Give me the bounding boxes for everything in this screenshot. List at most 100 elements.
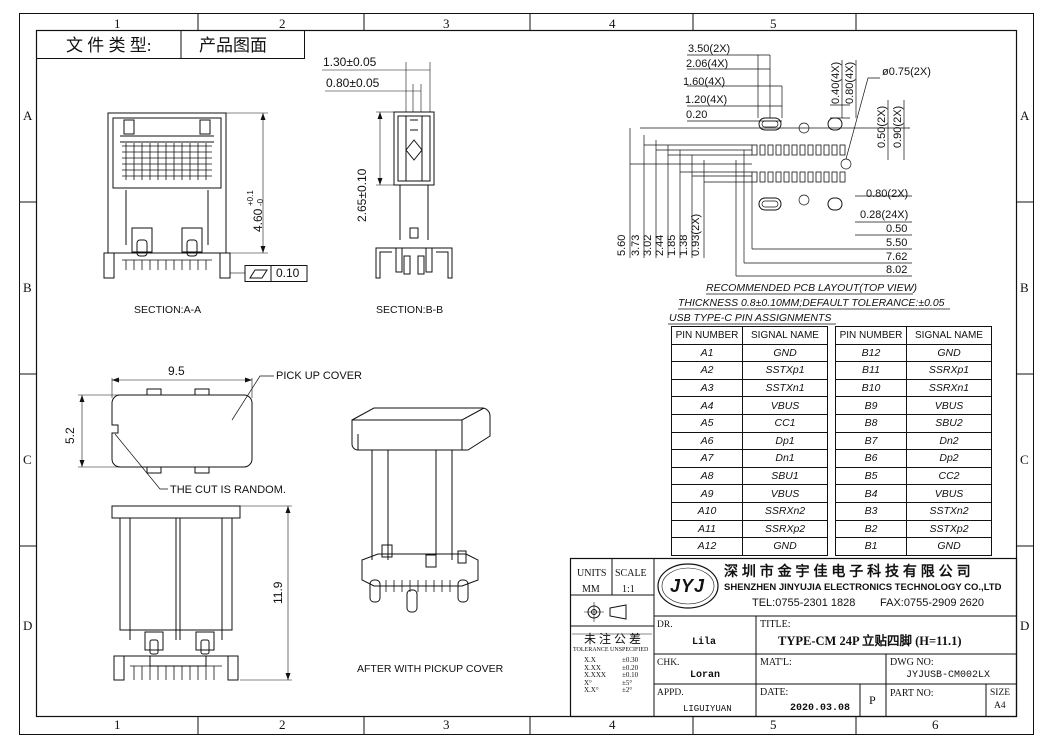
- signal-name-cell: SBU2: [906, 413, 992, 433]
- pin-number-cell: A3: [671, 378, 743, 398]
- zone-col-2-bottom: 2: [279, 717, 286, 732]
- section-bb-view: [322, 62, 453, 279]
- pin-number-header: PIN NUMBER: [835, 326, 907, 345]
- pcb-left-vdim-2: 3.73: [630, 234, 642, 256]
- signal-name-cell: VBUS: [742, 484, 828, 503]
- zone-col-3-bottom: 3: [443, 717, 450, 732]
- front-height-dim: 11.9: [271, 581, 285, 604]
- pcb-top-dim-5: 0.20: [686, 109, 708, 121]
- signal-name-cell: SSTXn2: [906, 501, 992, 521]
- signal-name-cell: Dp1: [742, 431, 828, 451]
- pcb-left-vdim-5: 1.85: [666, 234, 678, 256]
- scale-value: 1:1: [622, 584, 635, 595]
- signal-name-cell: VBUS: [906, 396, 992, 415]
- pin-number-cell: B11: [835, 361, 907, 380]
- chk-value: Loran: [690, 670, 721, 681]
- signal-name-cell: SSRXp2: [742, 519, 828, 539]
- pcb-hole-dia: ø0.75(2X): [882, 66, 931, 78]
- title-label: TITLE:: [760, 619, 791, 630]
- size-label: SIZE: [990, 688, 1011, 698]
- units-value: MM: [582, 584, 600, 595]
- tolerance-key: X.XXX: [584, 671, 606, 679]
- zone-row-b-right: B: [1020, 280, 1029, 295]
- pin-number-cell: B12: [835, 343, 907, 363]
- pin-number-cell: A1: [671, 343, 743, 363]
- zone-ticks: [19, 13, 1033, 734]
- tolerance-value: ±0.30: [622, 656, 639, 664]
- pcb-left-vdim-4: 2.44: [654, 234, 666, 256]
- signal-name-cell: SSTXp1: [742, 361, 828, 380]
- pin-number-cell: B3: [835, 501, 907, 521]
- appd-label: APPD.: [657, 688, 684, 698]
- inner-frame: [35, 29, 1018, 718]
- zone-row-a: A: [23, 108, 33, 123]
- note-pickup-cover: PICK UP COVER: [276, 370, 362, 382]
- zone-col-1-bottom: 1: [114, 717, 121, 732]
- tolerance-value: ±0.20: [622, 663, 639, 672]
- signal-name-cell: CC1: [742, 413, 828, 433]
- tolerance-row: X.XX±0.20: [584, 664, 648, 672]
- signal-name-cell: GND: [742, 537, 828, 556]
- iso-view-label: AFTER WITH PICKUP COVER: [357, 663, 504, 675]
- pcb-top-dim-3: 1.60(4X): [683, 76, 726, 88]
- zone-col-5-bottom: 5: [770, 717, 777, 732]
- pcb-thickness-note: THICKNESS 0.8±0.10MM;DEFAULT TOLERANCE:±…: [678, 297, 945, 309]
- pcb-top-dim-4: 1.20(4X): [685, 94, 728, 106]
- front-view: [111, 505, 292, 681]
- pcb-left-vdim-7: 0.93(2X): [690, 213, 702, 256]
- pin-number-cell: A5: [671, 413, 743, 433]
- file-type-label: 文 件 类 型:: [66, 36, 152, 55]
- pcb-layout-title: RECOMMENDED PCB LAYOUT(TOP VIEW): [706, 282, 917, 294]
- top-view: [78, 375, 274, 490]
- scale-label: SCALE: [615, 568, 647, 579]
- bb-dim-height: 2.65±0.10: [355, 168, 369, 222]
- pin-number-cell: A11: [671, 519, 743, 539]
- pin-number-cell: A6: [671, 431, 743, 451]
- pcb-right-dim-1: 0.80(2X): [866, 188, 909, 200]
- tolerance-value: ±0.10: [622, 671, 639, 679]
- pcb-left-vdim-6: 1.38: [678, 234, 690, 256]
- company-fax: FAX:0755-2909 2620: [880, 597, 984, 609]
- pcb-top-vdim-2: 0.80(4X): [844, 61, 856, 104]
- pin-number-cell: B9: [835, 396, 907, 415]
- title-block: [569, 557, 1018, 718]
- pcb-right-dim-4: 5.50: [886, 237, 908, 249]
- zone-row-c-right: C: [1020, 452, 1029, 467]
- signal-name-cell: GND: [906, 343, 992, 363]
- pin-number-cell: A9: [671, 484, 743, 503]
- pin-table-title: USB TYPE-C PIN ASSIGNMENTS: [669, 312, 832, 324]
- zone-col-2: 2: [279, 16, 286, 31]
- units-label: UNITS: [577, 568, 607, 579]
- company-tel: TEL:0755-2301 1828: [752, 597, 856, 609]
- pin-number-cell: B7: [835, 431, 907, 451]
- section-bb-label: SECTION:B-B: [376, 304, 444, 316]
- matl-label: MAT'L:: [760, 657, 792, 668]
- signal-name-cell: SSTXn1: [742, 378, 828, 398]
- pcb-right-dim-5: 7.62: [886, 251, 908, 263]
- pin-number-cell: B1: [835, 537, 907, 556]
- zone-col-1: 1: [114, 16, 121, 31]
- tolerance-row: X.XXX ±0.10: [584, 671, 648, 679]
- aa-flatness-value: 0.10: [276, 266, 300, 280]
- size-value: A4: [994, 701, 1006, 711]
- signal-name-cell: SSRXn1: [906, 378, 992, 398]
- part-label: PART NO:: [890, 688, 934, 699]
- chk-label: CHK.: [657, 658, 680, 668]
- tolerance-key: X°: [584, 678, 592, 687]
- tolerance-row: X.X±0.30: [584, 656, 648, 664]
- tolerance-key: X.X°: [584, 686, 599, 694]
- zone-row-a-right: A: [1020, 108, 1030, 123]
